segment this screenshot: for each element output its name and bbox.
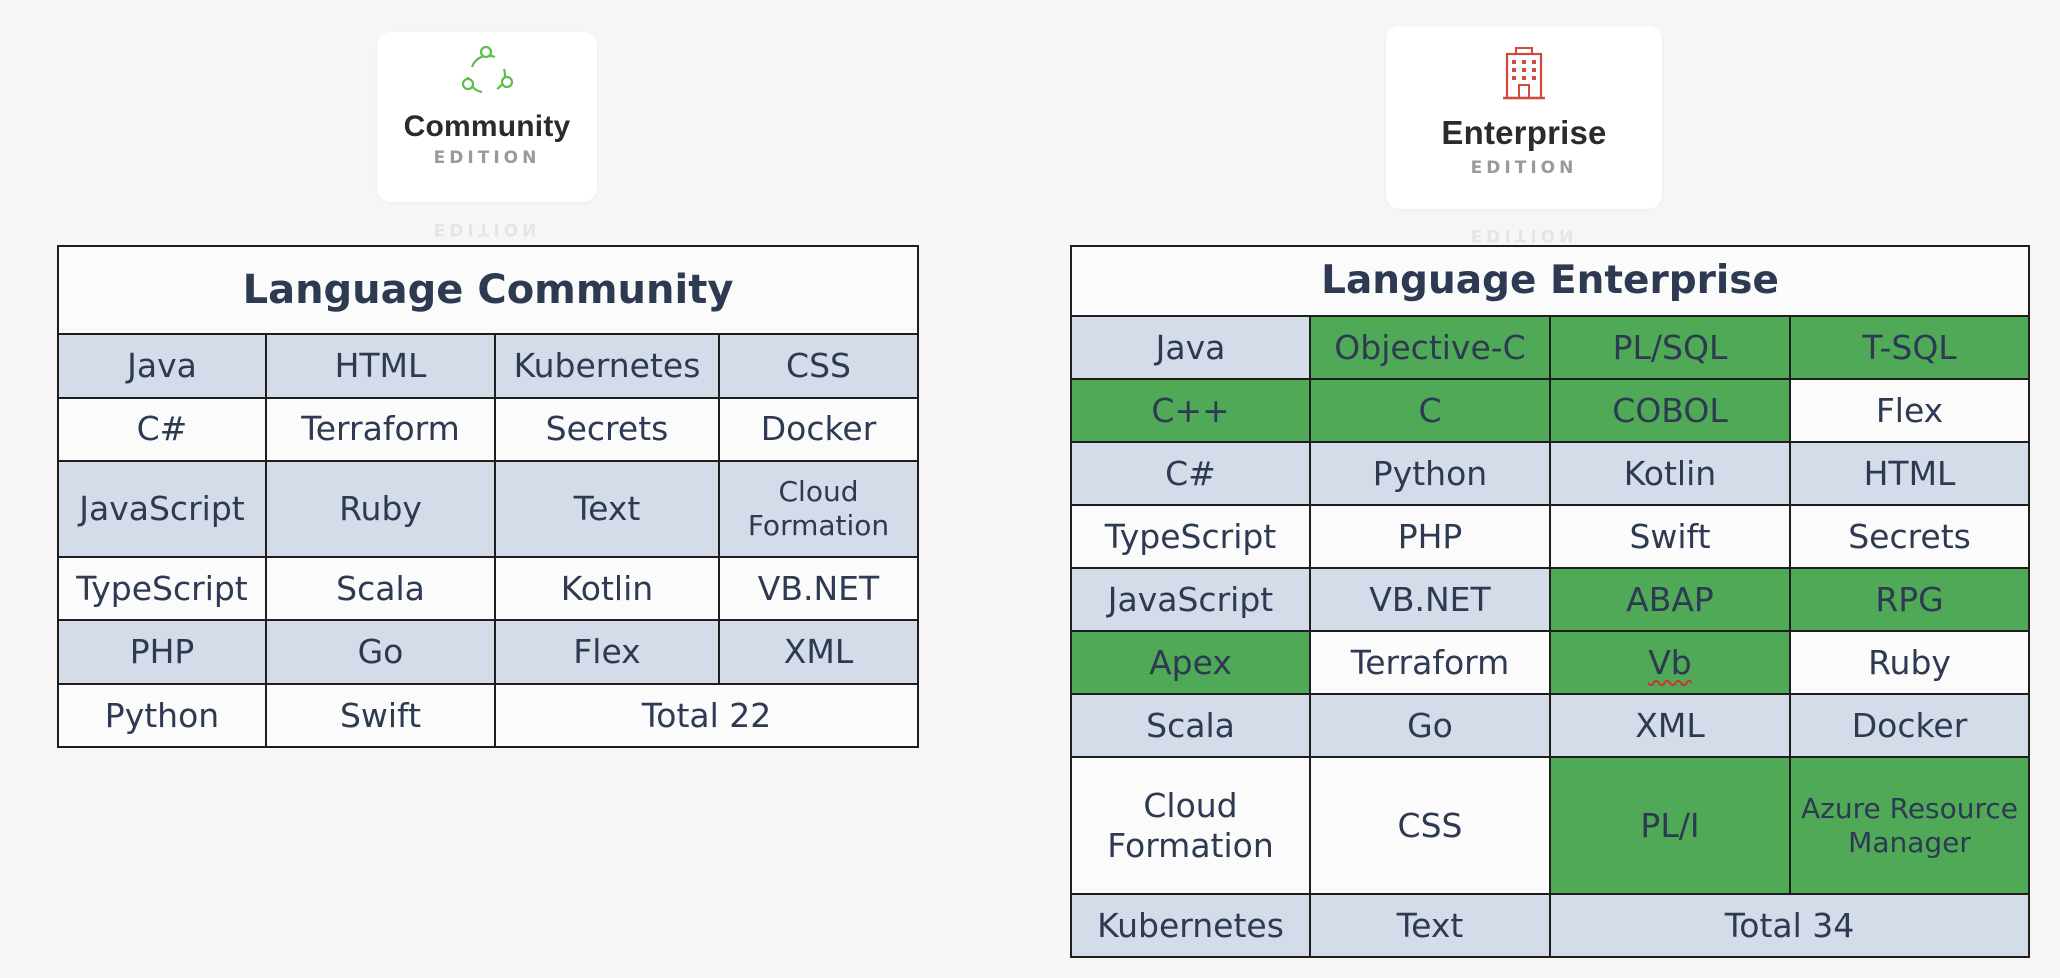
table-cell: C# — [1070, 441, 1311, 506]
table-cell: Apex — [1070, 630, 1311, 695]
table-row: Java HTML Kubernetes CSS — [57, 333, 919, 399]
table-cell: Objective-C — [1309, 315, 1551, 380]
table-row: C# Python Kotlin HTML — [1070, 441, 2031, 506]
table-cell: JavaScript — [57, 459, 267, 559]
table-cell: Scala — [265, 556, 496, 622]
table-cell: Azure Resource Manager — [1788, 756, 2031, 895]
table-cell: Flex — [1788, 378, 2031, 443]
total-count-cell: Total 34 — [1548, 893, 2031, 958]
table-cell: Ruby — [265, 459, 496, 559]
table-cell: PHP — [1309, 504, 1551, 569]
community-badge-reflection: EDITION — [433, 219, 541, 239]
table-cell: Kubernetes — [1070, 893, 1311, 958]
table-cell: XML — [1549, 693, 1791, 758]
table-cell: VB.NET — [718, 556, 919, 622]
table-cell: ABAP — [1549, 567, 1791, 632]
table-cell: Python — [57, 682, 267, 749]
table-cell: TypeScript — [1070, 504, 1311, 569]
table-cell: Go — [265, 619, 496, 685]
community-badge-subtitle: EDITION — [433, 148, 541, 168]
table-title: Language Community — [57, 244, 919, 336]
table-cell: TypeScript — [57, 556, 267, 622]
table-cell: PL/I — [1549, 756, 1791, 895]
table-cell: Terraform — [1309, 630, 1551, 695]
table-cell: PHP — [57, 619, 267, 685]
table-cell: Scala — [1070, 693, 1311, 758]
table-cell: C# — [57, 396, 267, 462]
table-cell: Kubernetes — [494, 333, 720, 399]
table-row: JavaScript Ruby Text Cloud Formation — [57, 459, 919, 559]
enterprise-badge-name: Enterprise — [1441, 114, 1607, 151]
table-cell: XML — [718, 619, 919, 685]
table-cell: Swift — [1549, 504, 1791, 569]
table-row: Python Swift Total 22 — [57, 682, 919, 749]
building-icon — [1503, 47, 1545, 100]
table-cell: Text — [494, 459, 720, 559]
table-cell: Vb — [1549, 630, 1791, 695]
language-community-table: Language Community Java HTML Kubernetes … — [57, 244, 919, 749]
total-count-cell: Total 22 — [494, 682, 919, 749]
table-cell: Cloud Formation — [718, 459, 919, 559]
table-row: TypeScript PHP Swift Secrets — [1070, 504, 2031, 569]
table-row: PHP Go Flex XML — [57, 619, 919, 685]
table-cell: Kotlin — [1549, 441, 1791, 506]
table-row: C++ C COBOL Flex — [1070, 378, 2031, 443]
table-row: Scala Go XML Docker — [1070, 693, 2031, 758]
table-cell: T-SQL — [1788, 315, 2031, 380]
table-cell: Secrets — [494, 396, 720, 462]
language-enterprise-table: Language Enterprise Java Objective-C PL/… — [1069, 245, 2031, 958]
table-cell: COBOL — [1549, 378, 1791, 443]
table-cell: Kotlin — [494, 556, 720, 622]
table-row: JavaScript VB.NET ABAP RPG — [1070, 567, 2031, 632]
community-cycle-icon — [461, 45, 514, 94]
table-cell: Java — [1070, 315, 1311, 380]
table-cell: Go — [1309, 693, 1551, 758]
table-cell: C++ — [1070, 378, 1311, 443]
enterprise-edition-badge: Enterprise EDITION — [1386, 26, 1662, 209]
table-row: Apex Terraform Vb Ruby — [1070, 630, 2031, 695]
table-cell: PL/SQL — [1549, 315, 1791, 380]
community-edition-badge: Community EDITION — [377, 32, 597, 202]
table-cell: Swift — [265, 682, 496, 749]
community-badge-name: Community — [403, 110, 571, 143]
table-cell: JavaScript — [1070, 567, 1311, 632]
table-cell: Java — [57, 333, 267, 399]
table-cell: Docker — [718, 396, 919, 462]
table-cell: Terraform — [265, 396, 496, 462]
table-row: Cloud Formation CSS PL/I Azure Resource … — [1070, 756, 2031, 895]
table-row: TypeScript Scala Kotlin VB.NET — [57, 556, 919, 622]
table-cell: C — [1309, 378, 1551, 443]
table-cell: Text — [1309, 893, 1551, 958]
table-cell: CSS — [1309, 756, 1551, 895]
table-row: Java Objective-C PL/SQL T-SQL — [1070, 315, 2031, 380]
table-cell: HTML — [265, 333, 496, 399]
table-cell: RPG — [1788, 567, 2031, 632]
table-row: Kubernetes Text Total 34 — [1070, 893, 2031, 958]
table-cell: VB.NET — [1309, 567, 1551, 632]
table-cell: Ruby — [1788, 630, 2031, 695]
table-cell: Secrets — [1788, 504, 2031, 569]
table-cell: Flex — [494, 619, 720, 685]
enterprise-badge-subtitle: EDITION — [1470, 158, 1578, 178]
table-cell: Docker — [1788, 693, 2031, 758]
table-cell: CSS — [718, 333, 919, 399]
table-cell: Cloud Formation — [1070, 756, 1311, 895]
table-cell: HTML — [1788, 441, 2031, 506]
table-row: C# Terraform Secrets Docker — [57, 396, 919, 462]
table-cell: Python — [1309, 441, 1551, 506]
spellcheck-underlined-text: Vb — [1648, 642, 1692, 682]
table-title: Language Enterprise — [1069, 245, 2031, 317]
